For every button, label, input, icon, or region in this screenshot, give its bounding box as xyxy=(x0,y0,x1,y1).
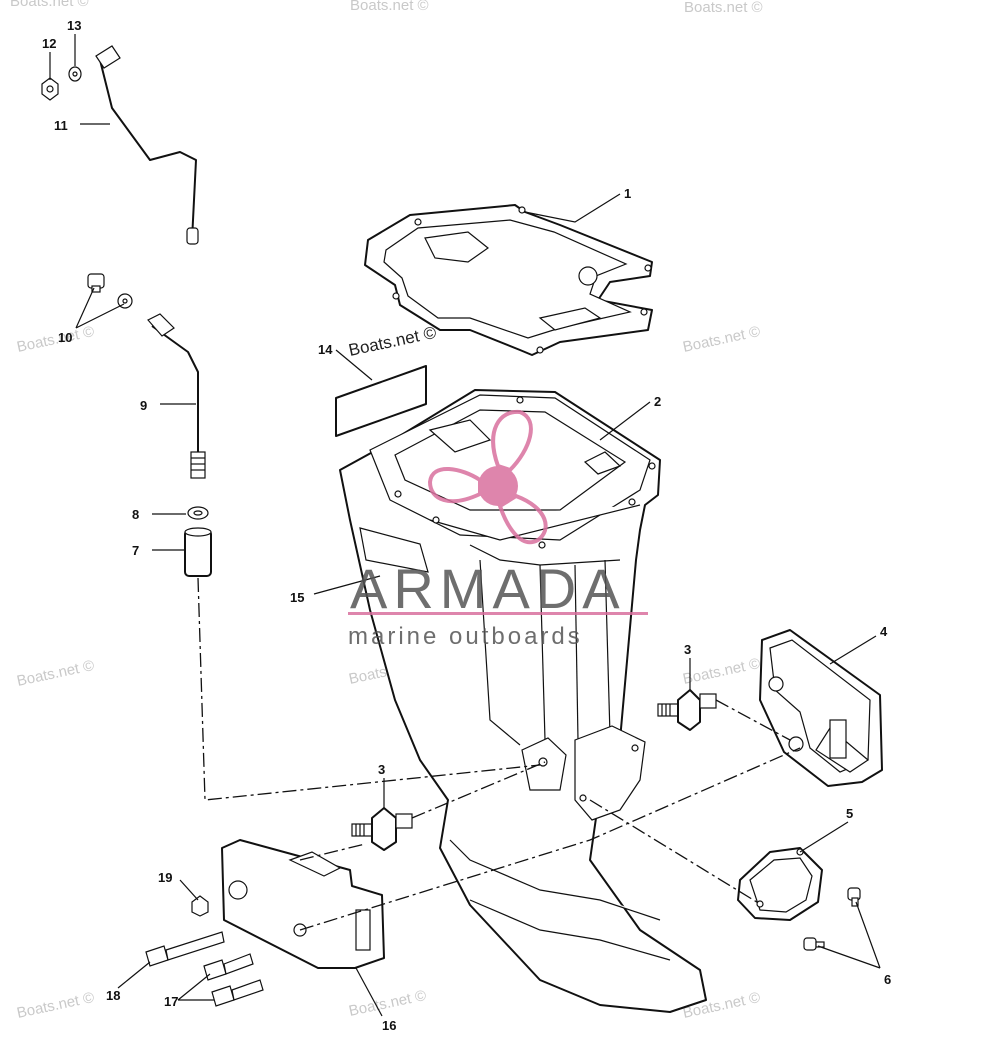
callout-11: 7 xyxy=(132,543,139,558)
watermark-text: Boats.net © xyxy=(15,657,95,690)
cover-plate xyxy=(737,847,823,921)
propeller-logo-icon xyxy=(427,409,548,545)
brand-tagline: marine outboards xyxy=(348,623,583,650)
screw-6-upper xyxy=(847,887,861,907)
shift-rod-lower xyxy=(147,313,206,479)
bushing-12 xyxy=(187,506,209,520)
bolt-8-upper xyxy=(203,953,254,981)
bolt-8-lower xyxy=(211,979,264,1007)
watermark-text: Boats.net © xyxy=(15,989,95,1022)
callout-15: 11 xyxy=(54,118,68,133)
bolt-9 xyxy=(145,931,225,967)
watermark-text: Boats.net © xyxy=(347,987,427,1020)
callout-3-lower: 3 xyxy=(378,762,385,777)
callout-8: 17 xyxy=(164,994,178,1009)
drive-shaft-housing xyxy=(339,389,707,1013)
screw-14 xyxy=(87,273,105,293)
callout-2: 2 xyxy=(654,394,661,409)
gasket xyxy=(364,204,653,356)
mount-bracket-upper xyxy=(759,629,883,787)
washer-17 xyxy=(68,66,82,82)
sleeve-11 xyxy=(184,527,212,577)
callout-19: 15 xyxy=(290,590,304,605)
callout-3-upper: 3 xyxy=(684,642,691,657)
callout-6: 6 xyxy=(884,972,891,987)
brand-underline xyxy=(348,612,648,615)
alignment-lines xyxy=(197,577,801,931)
callout-10: 19 xyxy=(158,870,172,885)
nut-10 xyxy=(191,895,209,917)
mount-bracket-lower xyxy=(221,839,385,969)
watermark-text: Boats.net © xyxy=(681,655,761,688)
rubber-mount-upper xyxy=(657,689,717,731)
screw-6-lower xyxy=(803,937,825,951)
brand-name: ARMADA xyxy=(350,557,626,620)
callout-5: 5 xyxy=(846,806,853,821)
callout-1: 1 xyxy=(624,186,631,201)
callout-4: 4 xyxy=(880,624,888,639)
watermark-text: Boats.net © xyxy=(10,0,89,10)
watermark-text: Boats.net © xyxy=(347,323,439,360)
rubber-mount-lower xyxy=(351,807,413,851)
callout-12: 8 xyxy=(132,507,139,522)
callout-16: 12 xyxy=(42,36,56,51)
callout-labels: 12 13 11 1 14 10 2 9 8 7 15 4 3 3 5 6 19… xyxy=(42,18,891,1033)
callout-13: 9 xyxy=(140,398,147,413)
callout-14: 10 xyxy=(58,330,72,345)
callout-17: 13 xyxy=(67,18,81,33)
decal xyxy=(335,365,427,437)
leader-lines xyxy=(49,34,881,1017)
shift-rod-upper xyxy=(95,45,199,245)
watermark-text: Boats.net © xyxy=(15,323,95,356)
watermark-text: Boats.net © xyxy=(681,323,761,356)
callout-9: 18 xyxy=(106,988,120,1003)
callout-18: 14 xyxy=(318,342,333,357)
watermark-text: Boats.net © xyxy=(350,0,429,14)
watermark-text: Boats.net © xyxy=(684,0,763,16)
callout-7: 16 xyxy=(382,1018,396,1033)
washer-14 xyxy=(117,293,133,309)
brand-watermark: ARMADA marine outboards xyxy=(348,409,648,650)
nut-16 xyxy=(41,77,59,101)
